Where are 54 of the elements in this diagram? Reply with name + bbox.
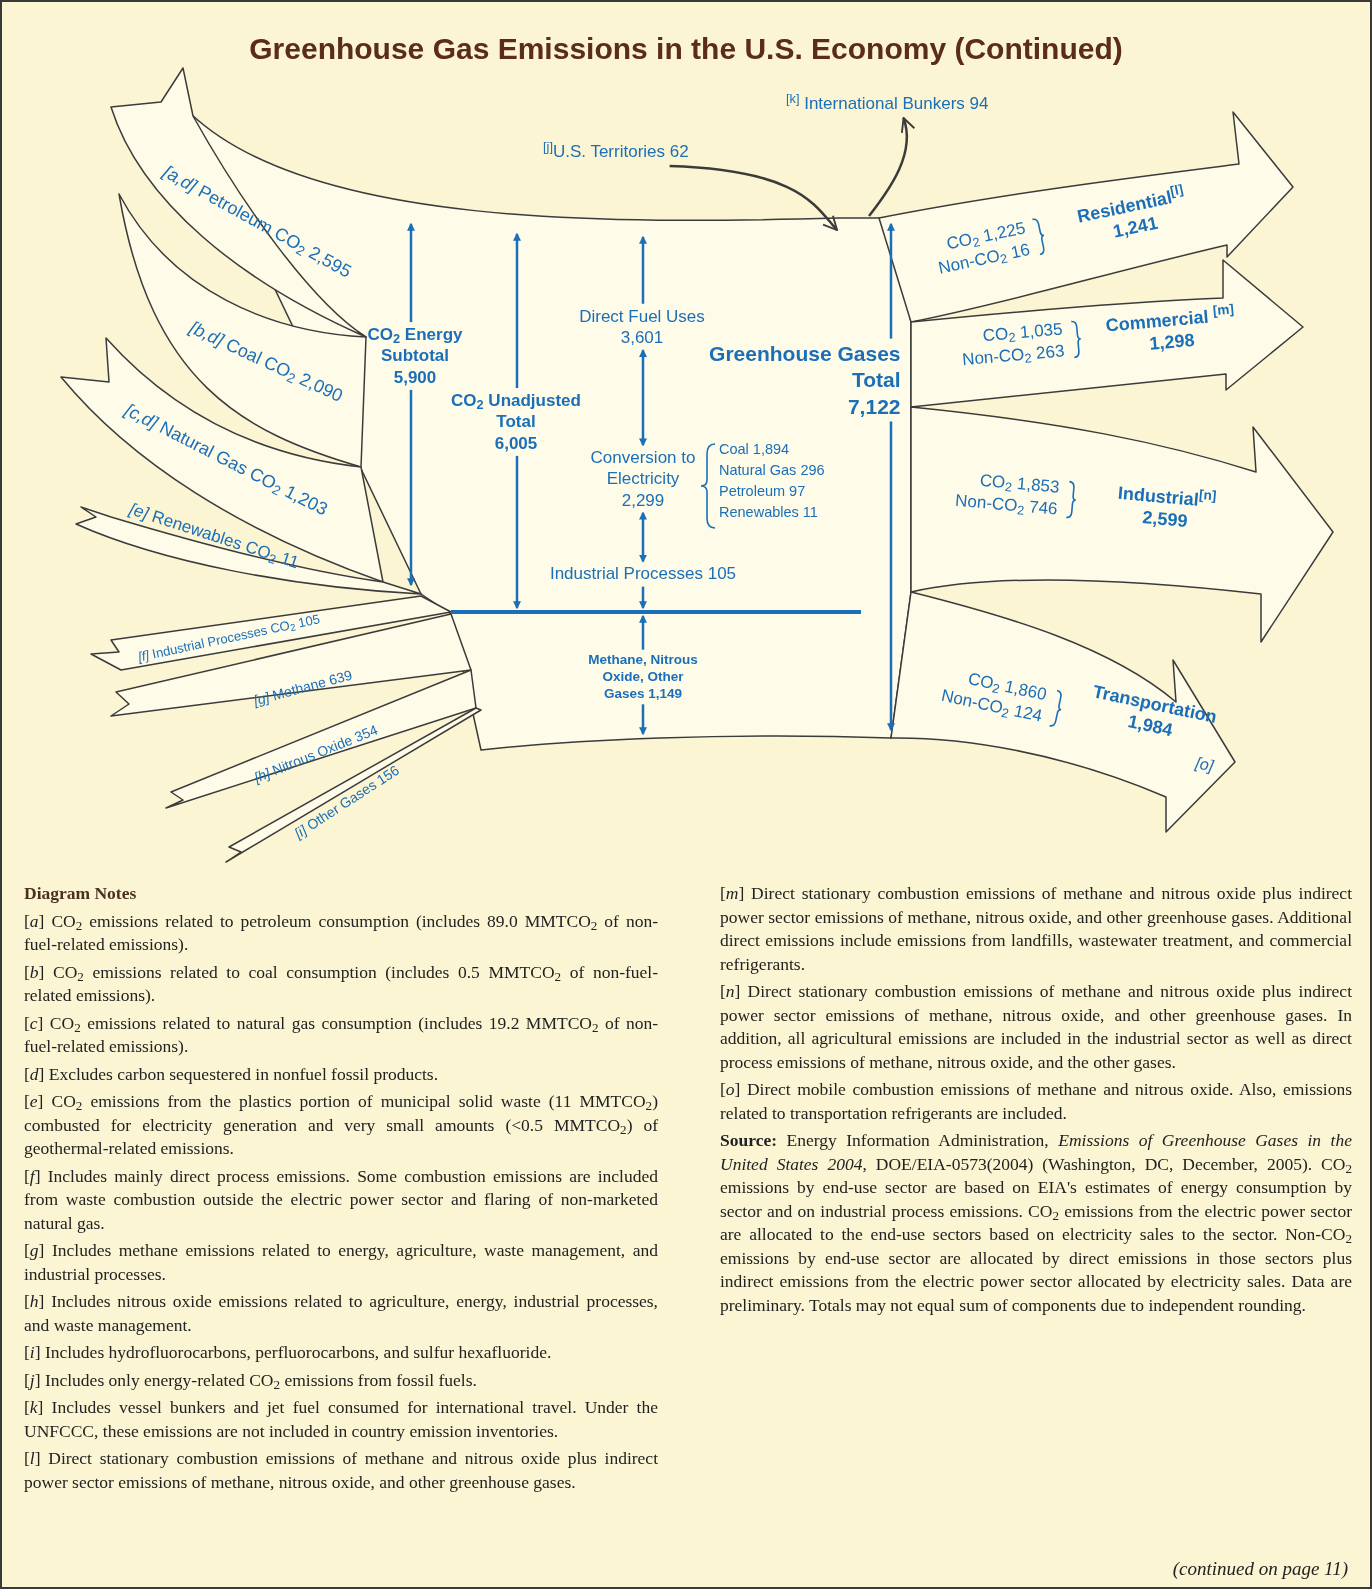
total-value: 6,005 bbox=[493, 432, 539, 454]
footnote-text: [e] CO$_{2}$ emissions from the plastics portion of municipal solid waste (11 MMTCO$_{2}$) combusted for electricity generation and very small amounts (<0.5 MMTCO$_{2}$) of geothermal-related emissions. bbox=[24, 1090, 658, 1160]
value-label: CO$_{2}$ 1,853 bbox=[979, 469, 1061, 497]
arrow bbox=[407, 389, 415, 587]
total-value: 5,900 bbox=[392, 366, 438, 388]
total-value: 7,122 bbox=[846, 393, 901, 420]
sector-label: Commercial $^{[m]}$ 1,298 bbox=[1103, 302, 1236, 356]
arrow bbox=[639, 704, 647, 736]
footnote-text: [l] Direct stationary combustion emissions of methane and nitrous oxide plus indirect power sector emissions of methane, nitrous oxide, and other greenhouse gases. bbox=[24, 1447, 658, 1494]
footnote-text: [o] Direct mobile combustion emissions of methane and nitrous oxide. Also, emissions related to transportation refrigerants are included. bbox=[720, 1078, 1352, 1125]
flow-total-label: Greenhouse Gases Total bbox=[708, 340, 901, 393]
flow-total-label: CO$_{2}$ Unadjusted Total bbox=[450, 390, 582, 433]
breakdown-label: Petroleum 97 bbox=[719, 482, 807, 501]
arrow bbox=[639, 235, 647, 304]
flow-total-label: Conversion to Electricity 2,299 bbox=[585, 447, 701, 511]
flow-label: $^{[j]}$U.S. Territories 62 bbox=[543, 140, 723, 164]
flow-total-label: CO$_{2}$ Energy Subtotal bbox=[366, 324, 464, 367]
arrow bbox=[639, 586, 647, 610]
footnote-text: [b] CO$_{2}$ emissions related to coal consumption (includes 0.5 MMTCO$_{2}$ of non-fuel-related emissions). bbox=[24, 960, 658, 1007]
footnote-text: [j] Includes only energy-related CO$_{2}$ emissions from fossil fuels. bbox=[24, 1368, 478, 1392]
arrow bbox=[887, 222, 895, 339]
arrow bbox=[513, 232, 521, 389]
arrow bbox=[639, 614, 647, 650]
footnote-text: [m] Direct stationary combustion emissions of methane and nitrous oxide plus indirect power sector emissions of methane, nitrous oxide, and other greenhouse gases. Additional direct emissions include emissions from landfills, wastewater treatment, and commercial refrigerants. bbox=[720, 882, 1352, 976]
footnote-text: [g] Includes methane emissions related to energy, agriculture, waste management, and industrial processes. bbox=[24, 1239, 658, 1286]
footnote-text: [i] Includes hydrofluorocarbons, perfluorocarbons, and sulfur hexafluoride. bbox=[24, 1341, 553, 1364]
flow-label: $^{[k]}$ International Bunkers 94 bbox=[786, 92, 1031, 116]
flow-total-label: Industrial Processes 105 bbox=[543, 563, 743, 585]
diagram-title: Greenhouse Gas Emissions in the U.S. Economy (Continued) bbox=[248, 31, 1124, 67]
arrow bbox=[513, 455, 521, 610]
footnote-mark: [o] bbox=[1193, 753, 1216, 777]
footnote-text: [c] CO$_{2}$ emissions related to natural gas consumption (includes 19.2 MMTCO$_{2}$ of non-fuel-related emissions). bbox=[24, 1011, 658, 1058]
arrow bbox=[669, 164, 838, 231]
breakdown-label: Renewables 11 bbox=[719, 503, 819, 522]
footnote-text: Source: Energy Information Administration, Emissions of Greenhouse Gases in the United States 2004, DOE/EIA-0573(2004) (Washington, DC, December, 2005). CO$_{2}$ emissions by end-use sector are based on EIA's estimates of energy consumption by sector and on industrial process emissions. CO$_{2}$ emissions from the electric power sector are allocated to the end-use sectors based on electricity sales to the sector. Non-CO$_{2}$ emissions by end-use sector are allocated by direct emissions in those sectors plus indirect emissions from the electric power sector allocated by electricity sales. Data are preliminary. Totals may not equal sum of components due to independent rounding. bbox=[720, 1129, 1352, 1317]
flow-total-label: Methane, Nitrous Oxide, Other Gases 1,149 bbox=[583, 651, 703, 703]
arrow bbox=[639, 511, 647, 563]
collector-bar bbox=[451, 610, 861, 614]
breakdown-label: Coal 1,894 bbox=[719, 440, 791, 459]
footnote-text: [h] Includes nitrous oxide emissions related to agriculture, energy, industrial processes, and waste management. bbox=[24, 1290, 658, 1337]
flow-label: [g] Methane 639 bbox=[251, 664, 355, 712]
arrow bbox=[887, 421, 895, 732]
arrow bbox=[639, 348, 647, 447]
breakdown-label: Natural Gas 296 bbox=[719, 461, 825, 480]
footnote-text: [a] CO$_{2}$ emissions related to petroleum consumption (includes 89.0 MMTCO$_{2}$ of non-fuel-related emissions). bbox=[24, 909, 658, 956]
arrow bbox=[868, 117, 915, 217]
continuation-note: (continued on page 11) bbox=[1172, 1556, 1348, 1581]
footnote-text: [f] Includes mainly direct process emissions. Some combustion emissions are included from waste combustion outside the electric power sector and flaring of non-marketed natural gas. bbox=[24, 1164, 658, 1235]
sector-label: Industrial$^{[n]}$ 2,599 bbox=[1116, 481, 1218, 533]
footnote-text: [d] Excludes carbon sequestered in nonfuel fossil products. bbox=[24, 1062, 440, 1086]
footnote-text: [k] Includes vessel bunkers and jet fuel consumed for international travel. Under the UNFCCC, these emissions are not included in country emission inventories. bbox=[24, 1396, 658, 1443]
notes-heading: Diagram Notes bbox=[24, 882, 138, 905]
footnote-text: [n] Direct stationary combustion emissions of methane and nitrous oxide plus indirect power sector emissions of methane, nitrous oxide, and other greenhouse gases. In addition, all agricultural emissions are included in the industrial sector as well as direct process emissions of methane, nitrous oxide, and the other gases. bbox=[720, 980, 1352, 1074]
arrow bbox=[407, 222, 415, 323]
